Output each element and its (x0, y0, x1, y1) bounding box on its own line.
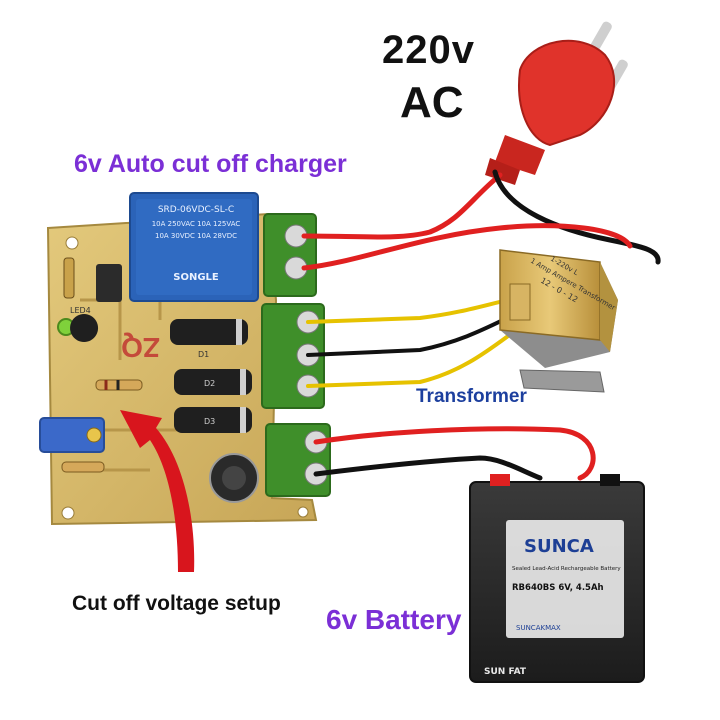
led-label: LED4 (70, 306, 91, 315)
transformer-label: Transformer (416, 386, 527, 407)
terminal-block-battery (265, 423, 331, 497)
relay-rating-2: 10A 30VDC 10A 28VDC (155, 232, 237, 240)
battery-maker: SUN FAT (484, 667, 527, 677)
battery-brand: SUNCA (524, 536, 594, 557)
svg-text:ZQ: ZQ (121, 332, 160, 363)
diode-label-3: D3 (204, 417, 215, 426)
ac-voltage-label: 220v (382, 28, 475, 72)
potentiometer (39, 417, 105, 453)
battery-type: Sealed Lead-Acid Rechargeable Battery (512, 566, 621, 572)
ac-plug (485, 21, 628, 185)
cutoff-setup-label: Cut off voltage setup (72, 592, 281, 615)
battery-model: RB640BS 6V, 4.5Ah (512, 583, 604, 593)
ac-label: AC (400, 78, 464, 127)
cutoff-arrow (120, 410, 195, 572)
battery-label: 6v Battery (326, 604, 462, 635)
relay (129, 192, 259, 302)
transformer (499, 249, 618, 393)
relay-rating-1: 10A 250VAC 10A 125VAC (152, 220, 241, 228)
diode-label-2: D2 (204, 379, 215, 388)
battery-sub-brand: SUNCAKMAX (516, 624, 561, 632)
relay-brand: SONGLE (173, 272, 219, 283)
battery (469, 474, 645, 683)
terminal-block-ac (263, 213, 317, 297)
charger-title: 6v Auto cut off charger (74, 150, 347, 178)
board-components: ZQ (57, 257, 259, 503)
diode-label-1: D1 (198, 350, 209, 359)
relay-model: SRD-06VDC-SL-C (158, 205, 234, 215)
